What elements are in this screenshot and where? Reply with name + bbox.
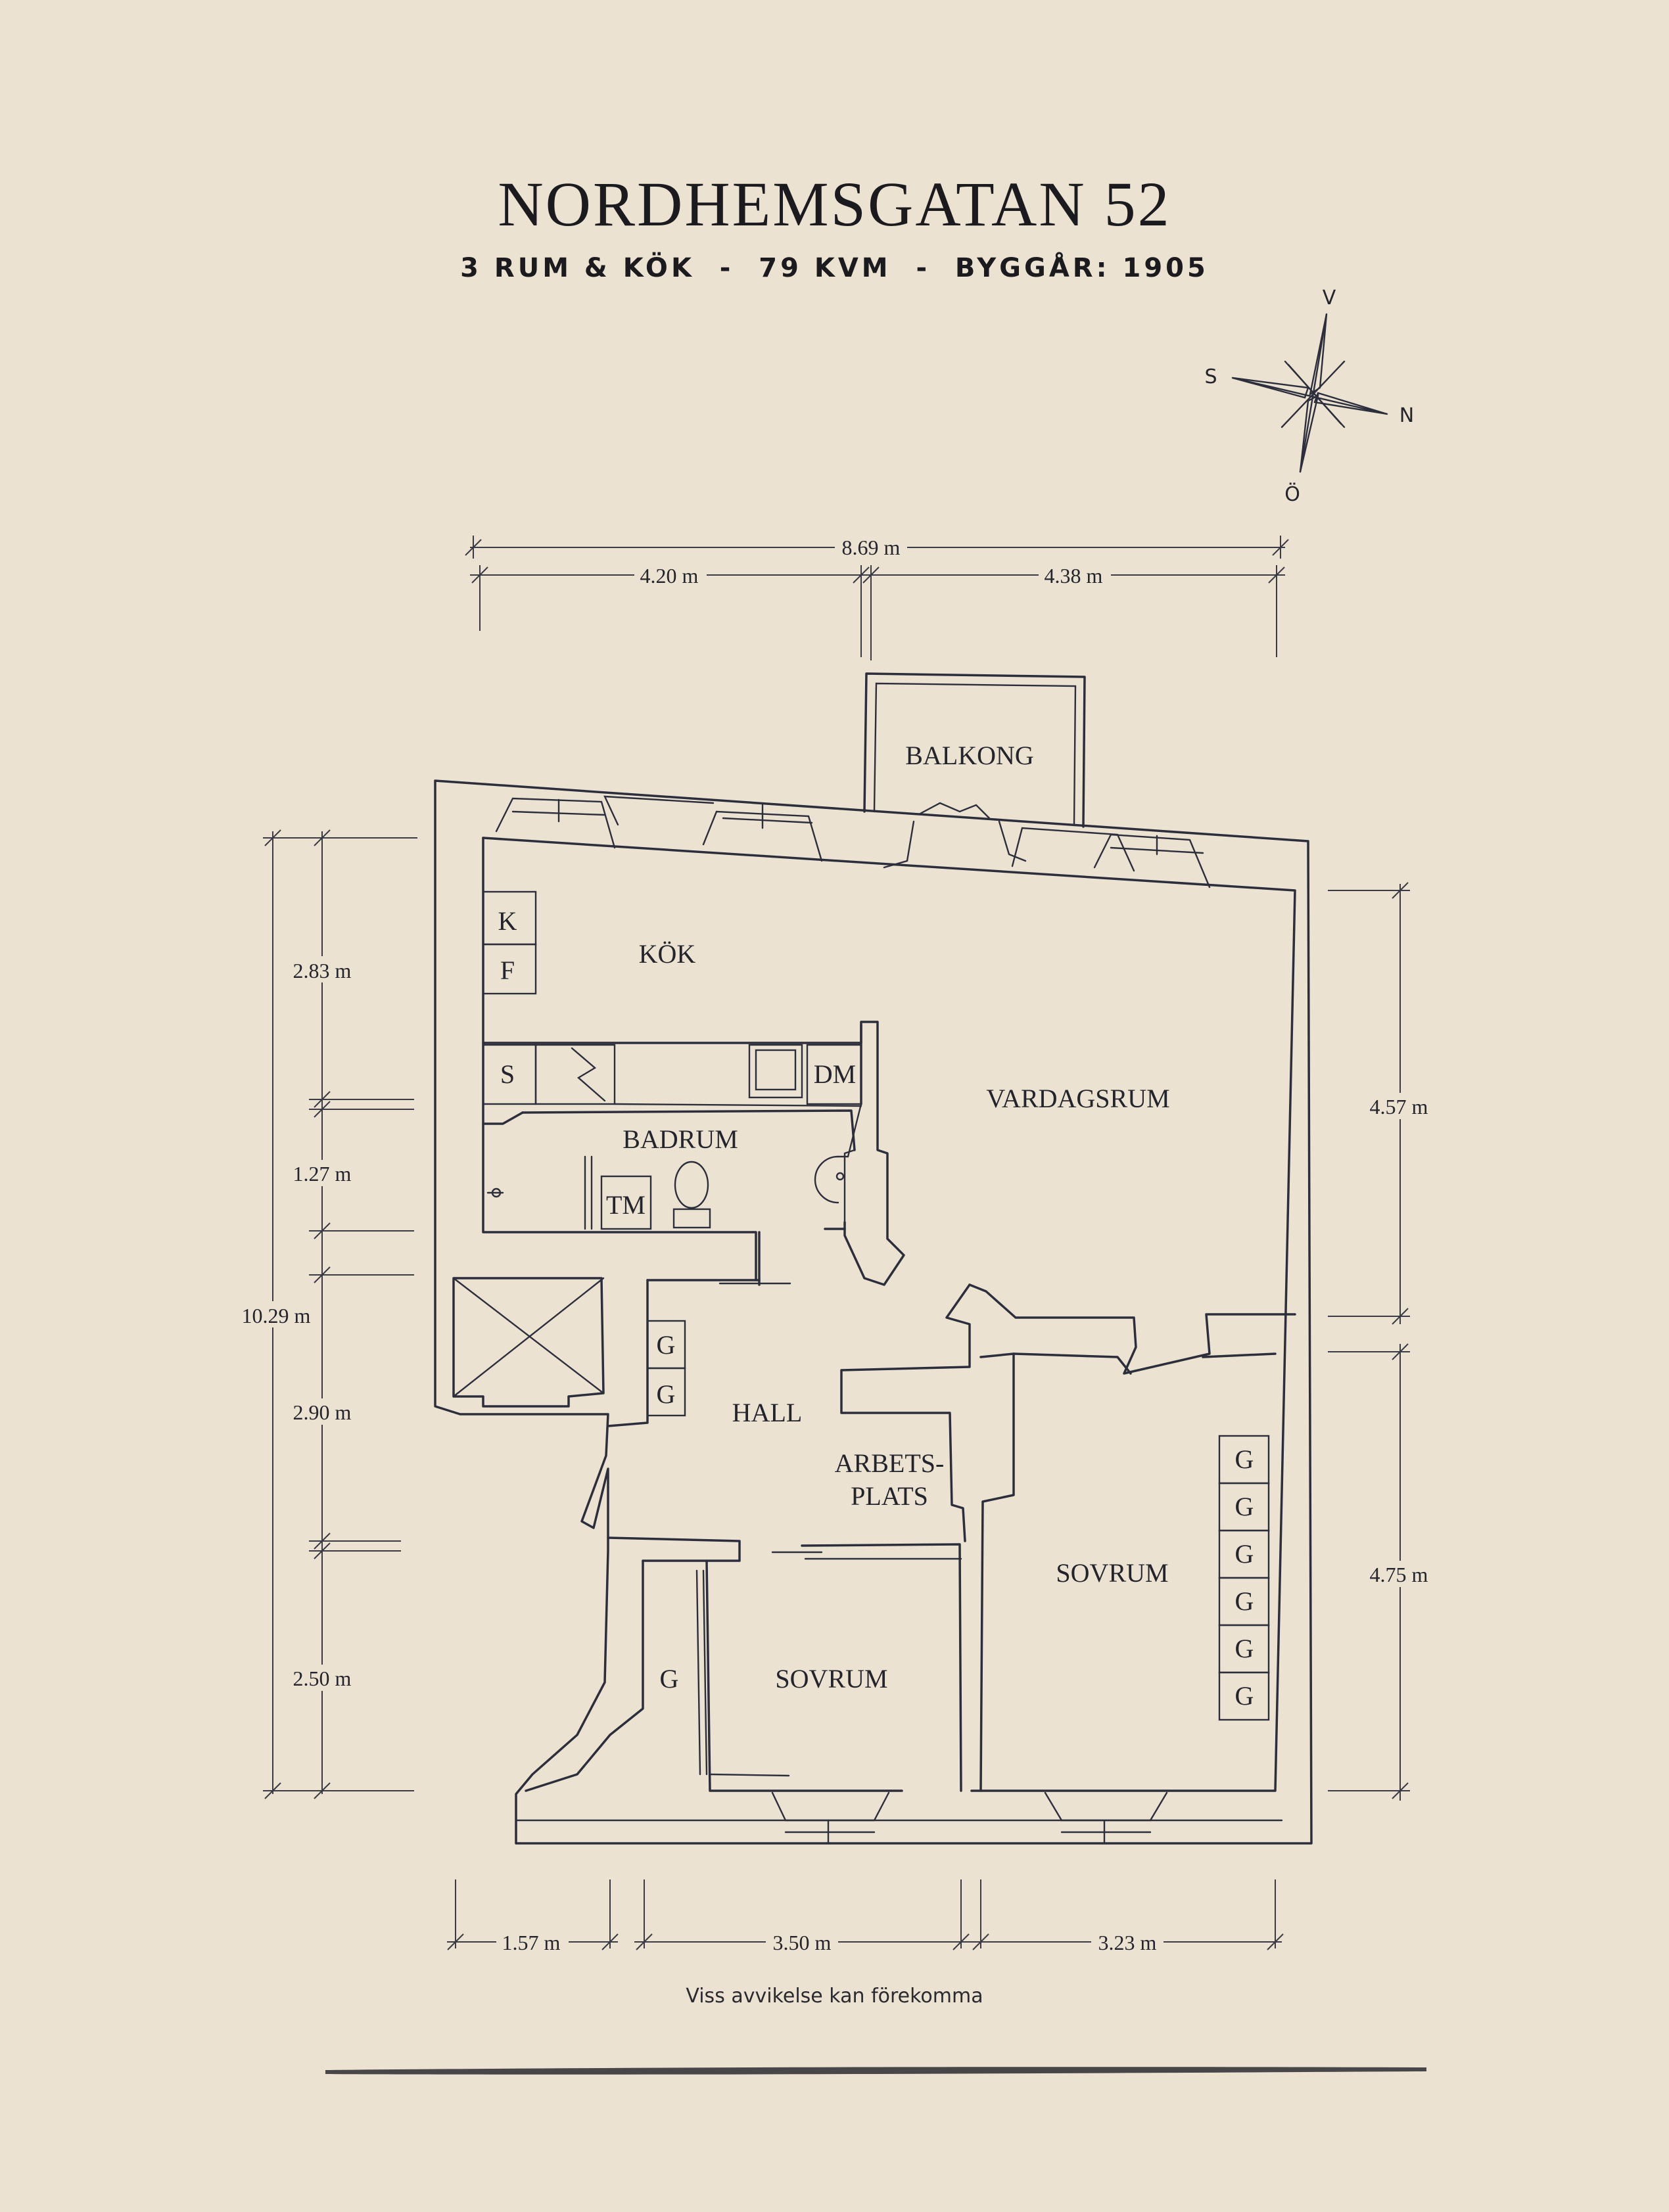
toilet-icon (674, 1161, 709, 1209)
compass-east-label: Ö (1284, 482, 1300, 506)
sink-icon (571, 1047, 606, 1102)
cooktop-icon (755, 1049, 797, 1091)
washbasin-icon (814, 1155, 839, 1204)
dim-bottom-2: 3.50 m (773, 1931, 832, 1954)
washer-box (600, 1175, 652, 1230)
kitchen-fixtures: K F S DM (482, 890, 862, 1107)
dim-bottom-3: 3.23 m (1098, 1931, 1157, 1954)
wardrobe-label: G (657, 1379, 676, 1409)
dishwasher-label: DM (814, 1059, 856, 1089)
compass-rose-icon: V S N Ö (1204, 287, 1414, 506)
bathroom-fixtures: TM (486, 1155, 849, 1230)
room-label-kok: KÖK (639, 939, 696, 969)
compass-north-label: N (1399, 404, 1414, 427)
room-label-hall: HALL (732, 1398, 803, 1427)
dishwasher-box (806, 1044, 862, 1105)
dim-left-4: 2.50 m (293, 1667, 352, 1690)
freezer-label: F (500, 956, 515, 985)
balcony (863, 672, 1086, 828)
dim-bottom-1: 1.57 m (502, 1931, 561, 1954)
compass-south-label: S (1204, 365, 1217, 388)
page-title: NORDHEMSGATAN 52 (498, 169, 1171, 239)
room-label-arbetsplats: ARBETS- (835, 1448, 945, 1478)
room-label-sovrum-large: SOVRUM (1056, 1558, 1168, 1588)
wardrobe-label: G (1235, 1681, 1254, 1711)
room-label-balkong: BALKONG (905, 741, 1034, 770)
dim-total-width: 8.69 m (842, 536, 901, 559)
room-label-sovrum-small: SOVRUM (775, 1664, 887, 1694)
freezer-box (482, 943, 537, 995)
exterior-walls (434, 779, 1313, 1845)
property-summary: 3 RUM & KÖK - 79 KVM - BYGGÅR: 1905 (460, 253, 1209, 283)
washer-label: TM (606, 1190, 646, 1220)
wardrobe-label: G (1235, 1586, 1254, 1616)
dim-left-3: 2.90 m (293, 1400, 352, 1424)
wardrobe-label: G (657, 1330, 676, 1360)
dim-left-2: 1.27 m (293, 1162, 352, 1186)
room-label-arbetsplats: PLATS (851, 1481, 928, 1511)
room-label-badrum: BADRUM (623, 1124, 738, 1154)
wardrobe-label: G (1235, 1492, 1254, 1521)
dim-right-1: 4.57 m (1370, 1095, 1428, 1118)
brush-stroke-divider (325, 2067, 1426, 2075)
stove-label: S (500, 1059, 515, 1089)
dim-top-left: 4.20 m (640, 564, 699, 588)
wardrobe-label: G (1235, 1539, 1254, 1569)
dim-right-2: 4.75 m (1370, 1563, 1428, 1586)
dim-left-1: 2.83 m (293, 959, 352, 982)
compass-west-label: V (1323, 287, 1336, 310)
dim-total-height: 10.29 m (242, 1304, 311, 1327)
disclaimer-text: Viss avvikelse kan förekomma (686, 1985, 983, 2008)
interior-walls (452, 1021, 1296, 1792)
fridge-label: K (498, 906, 517, 936)
dim-top-right: 4.38 m (1045, 564, 1103, 588)
wardrobe-label: G (1235, 1634, 1254, 1663)
dimension-lines (263, 536, 1410, 1950)
room-label-vardagsrum: VARDAGSRUM (986, 1084, 1169, 1113)
wardrobe-label: G (660, 1664, 679, 1694)
wardrobes: G G G G G G G G G (646, 1320, 1270, 1721)
wardrobe-label: G (1235, 1444, 1254, 1474)
